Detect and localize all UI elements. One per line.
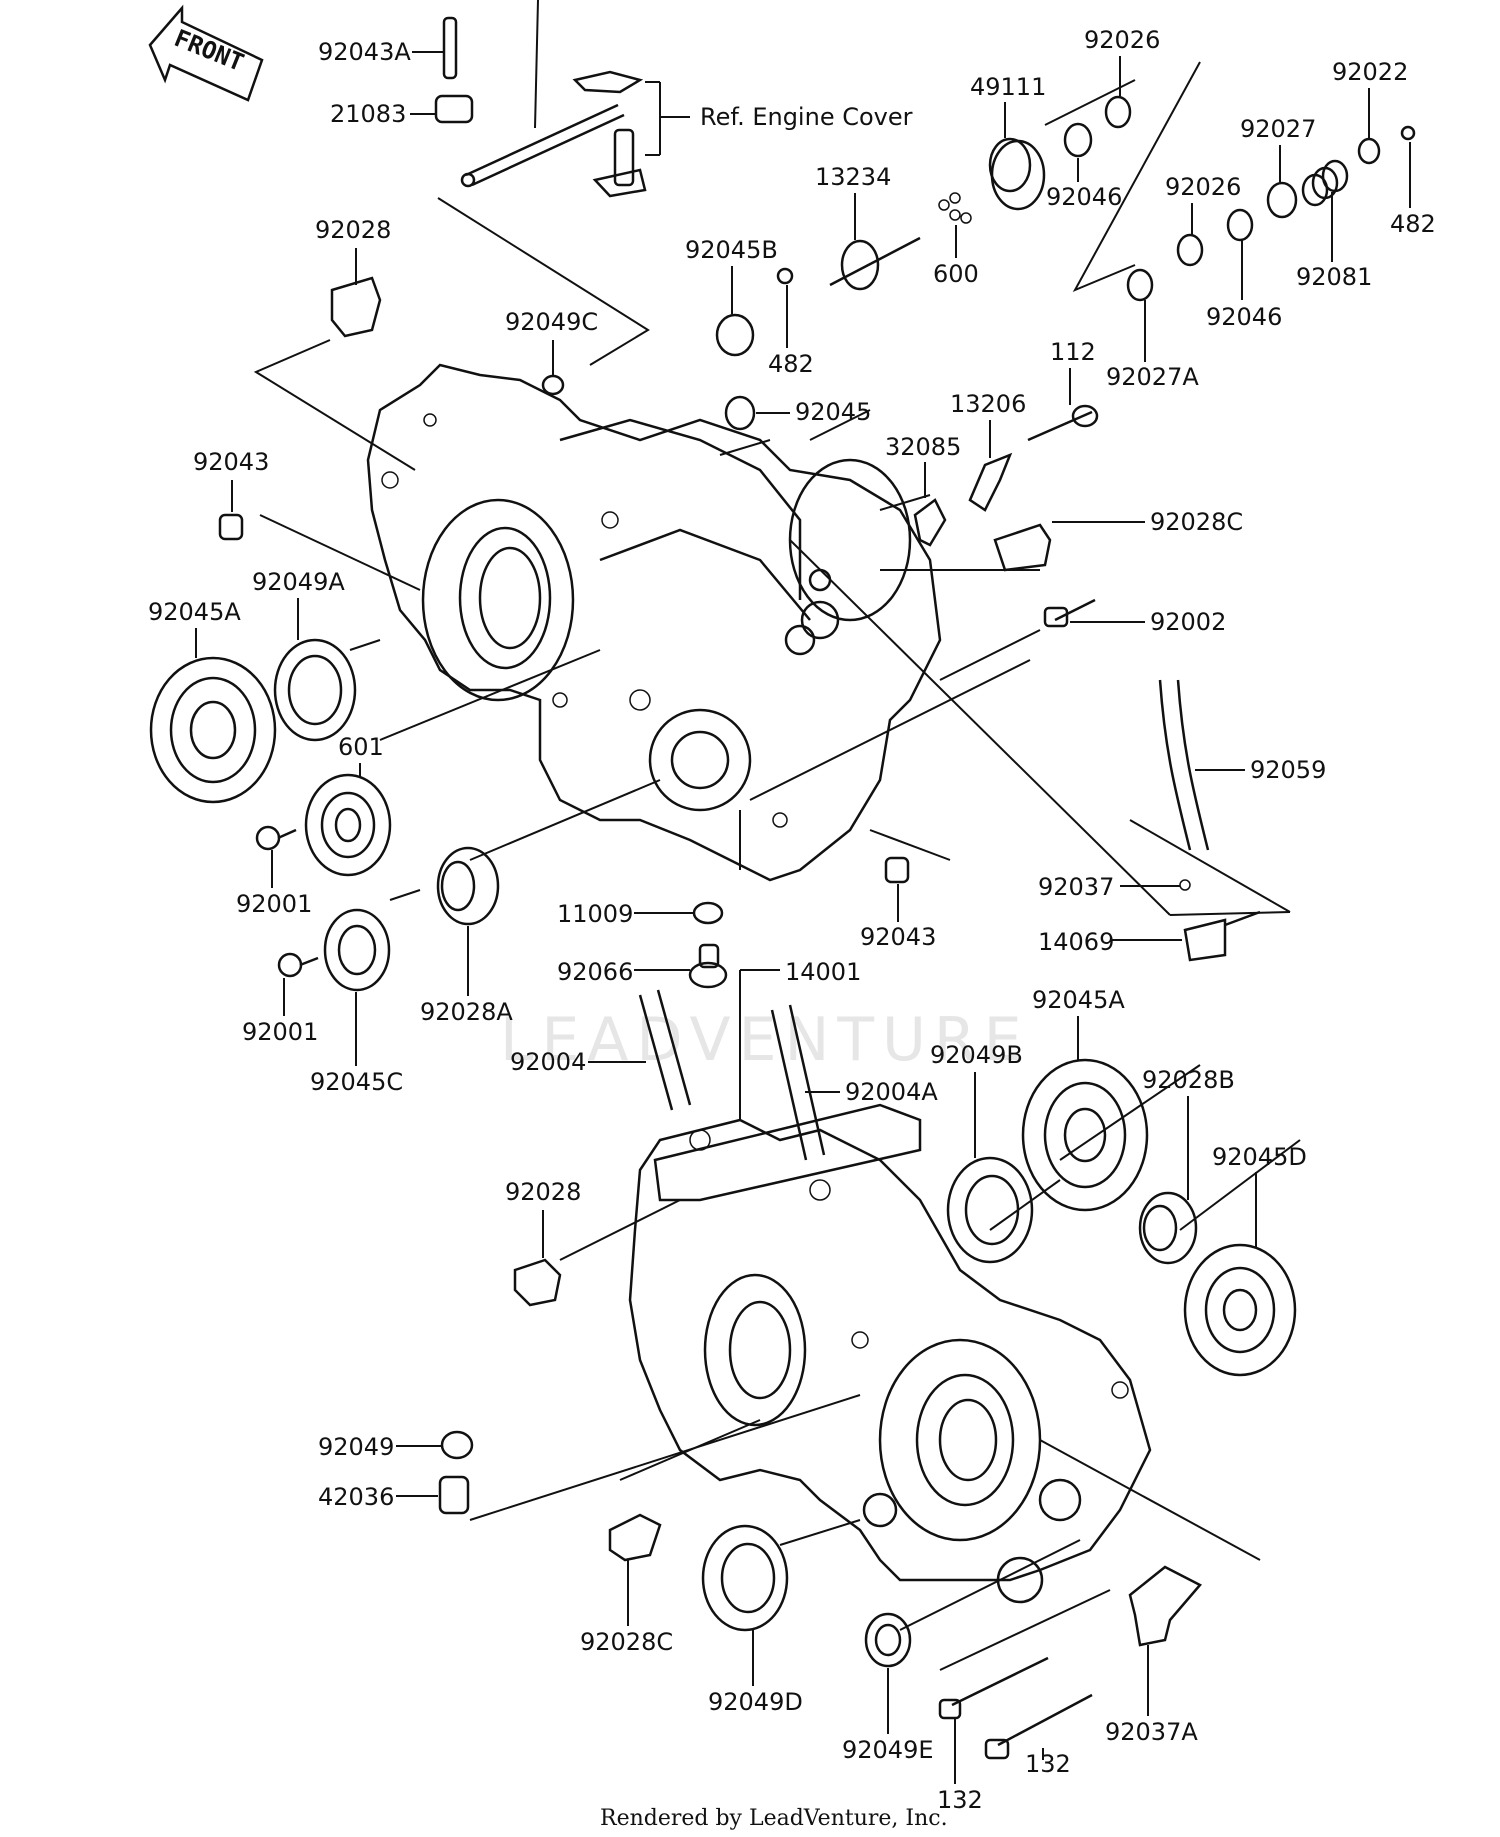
label-92066: 92066 (557, 958, 633, 986)
studs-and-plugs (513, 856, 910, 1307)
label-92028C-bot: 92028C (580, 1628, 673, 1656)
part-labels: 92043A 21083 Ref. Engine Cover 92028 920… (148, 26, 1436, 1814)
label-92049A: 92049A (252, 568, 345, 596)
label-92049: 92049 (318, 1433, 394, 1461)
label-92045C: 92045C (310, 1068, 403, 1096)
label-92045A-left: 92045A (148, 598, 241, 626)
shift-parts (434, 0, 690, 198)
label-92004: 92004 (510, 1048, 586, 1076)
upper-crankcase-half (366, 363, 942, 882)
label-49111: 49111 (970, 73, 1046, 101)
label-92026-mid: 92026 (1165, 173, 1241, 201)
label-92045A-right: 92045A (1032, 986, 1125, 1014)
label-92027A: 92027A (1106, 363, 1199, 391)
label-92004A: 92004A (845, 1078, 938, 1106)
label-92022: 92022 (1332, 58, 1408, 86)
water-pump-parts (829, 95, 1416, 962)
label-14069: 14069 (1038, 928, 1114, 956)
label-92027: 92027 (1240, 115, 1316, 143)
label-601: 601 (338, 733, 384, 761)
label-92081: 92081 (1296, 263, 1372, 291)
label-21083: 21083 (330, 100, 406, 128)
label-92001-b: 92001 (242, 1018, 318, 1046)
label-92049D: 92049D (708, 1688, 803, 1716)
label-132-a: 132 (937, 1786, 983, 1814)
label-13206: 13206 (950, 390, 1026, 418)
label-92043-top: 92043 (193, 448, 269, 476)
label-92028A: 92028A (420, 998, 513, 1026)
label-92037A: 92037A (1105, 1718, 1198, 1746)
label-92049E: 92049E (842, 1736, 934, 1764)
label-11009: 11009 (557, 900, 633, 928)
label-92045B: 92045B (685, 236, 778, 264)
label-ref-engine-cover: Ref. Engine Cover (700, 103, 913, 131)
label-92026-top: 92026 (1084, 26, 1160, 54)
label-132-b: 132 (1025, 1750, 1071, 1778)
label-92001-a: 92001 (236, 890, 312, 918)
label-92043A: 92043A (318, 38, 411, 66)
label-482-mid: 482 (768, 350, 814, 378)
label-92043-mid: 92043 (860, 923, 936, 951)
left-bearings (149, 267, 794, 992)
label-92046-mid: 92046 (1206, 303, 1282, 331)
label-92049B: 92049B (930, 1041, 1023, 1069)
bottom-parts (438, 1430, 1202, 1760)
label-13234: 13234 (815, 163, 891, 191)
label-92045D: 92045D (1212, 1143, 1307, 1171)
watermark: LEADVENTURE (500, 1005, 1030, 1075)
label-32085: 32085 (885, 433, 961, 461)
label-92059: 92059 (1250, 756, 1326, 784)
front-arrow-icon: FRONT (148, 4, 264, 102)
label-92037: 92037 (1038, 873, 1114, 901)
right-bearings (946, 1058, 1297, 1377)
label-92045: 92045 (795, 398, 871, 426)
label-92028-mid: 92028 (505, 1178, 581, 1206)
label-92028-top: 92028 (315, 216, 391, 244)
footer-credit: Rendered by LeadVenture, Inc. (600, 1806, 948, 1831)
label-92046-top: 92046 (1046, 183, 1122, 211)
label-14001: 14001 (785, 958, 861, 986)
label-600: 600 (933, 260, 979, 288)
label-482-right: 482 (1390, 210, 1436, 238)
label-112: 112 (1050, 338, 1096, 366)
label-92002: 92002 (1150, 608, 1226, 636)
label-92028C-top: 92028C (1150, 508, 1243, 536)
label-42036: 42036 (318, 1483, 394, 1511)
lower-crankcase-half (628, 1103, 1152, 1604)
label-92049C: 92049C (505, 308, 598, 336)
label-92028B: 92028B (1142, 1066, 1235, 1094)
